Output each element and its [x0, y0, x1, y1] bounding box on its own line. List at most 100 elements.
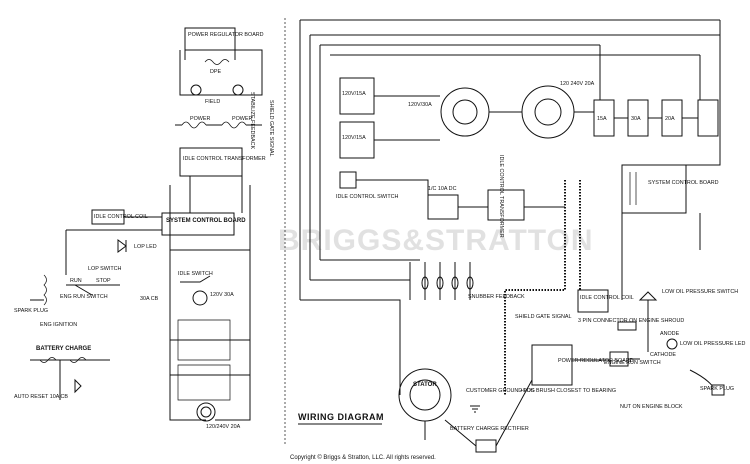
schem-lop-led-symbol	[117, 239, 127, 253]
schem-240v-outlet-inner	[200, 406, 212, 418]
schem-stop-label: STOP	[96, 278, 111, 284]
schem-idle-coil-label: IDLE CONTROL COIL	[94, 214, 148, 220]
schem-eng-ignition-label: ENG IGNITION	[40, 322, 77, 328]
wiring-shield-gate-label: SHIELD GATE SIGNAL	[515, 314, 572, 320]
wiring-snubber-label: SNUBBER FEEDBACK	[468, 294, 525, 300]
wiring-harness	[300, 20, 721, 447]
wiring-board-pins	[629, 172, 637, 205]
schem-battery-wires	[30, 359, 110, 400]
wiring-shielded-cable	[504, 180, 581, 395]
wiring-snubber-leads	[409, 262, 471, 300]
schem-field-ring-right	[232, 84, 244, 96]
wiring-breaker-extra	[697, 99, 719, 137]
wiring-stator-inner	[409, 379, 441, 411]
schem-lop-led-label: LOP LED	[134, 244, 157, 250]
wiring-battery-rectifier	[475, 439, 497, 453]
wiring-ground-symbol	[470, 405, 480, 413]
wiring-3pin-connector	[617, 321, 637, 331]
wiring-connector-1	[421, 276, 429, 290]
schem-dpe-coil	[204, 59, 230, 65]
schem-idle-control-transformer	[179, 147, 243, 177]
schem-run-stop-switch	[66, 284, 120, 296]
schem-system-control-board	[161, 212, 235, 236]
wiring-idle-control-coil	[577, 289, 609, 313]
schem-power-right-label: POWER	[232, 116, 252, 122]
wiring-pos-brush-label: +POS BRUSH CLOSEST TO BEARING	[520, 388, 616, 394]
wiring-outlet-15a-top	[339, 77, 375, 115]
schem-board-leads	[184, 50, 236, 60]
schem-ignition-coil	[43, 274, 47, 306]
schem-board-connections	[65, 176, 243, 275]
schem-system-control-label: SYSTEM CONTROL BOARD	[166, 218, 246, 224]
wiring-connector-3	[451, 276, 459, 290]
wiring-outlet-15a-bottom-label: 120V/15A	[342, 135, 366, 141]
wiring-outlet-240v-inner	[534, 98, 562, 126]
schem-field-loop	[179, 49, 263, 96]
wiring-idle-coil-label: IDLE CONTROL COIL	[580, 295, 634, 301]
schem-power-regulator-board	[184, 27, 236, 51]
schem-spark-plug-label: SPARK PLUG	[14, 308, 48, 314]
schem-stabilize-feedback-label: STABILIZE FEEDBACK	[249, 92, 255, 150]
schem-battery-charge-label: BATTERY CHARGE	[36, 346, 91, 352]
schem-power-left-label: POWER	[190, 116, 210, 122]
wiring-10a-dc-label: 1/C 10A DC	[428, 186, 457, 192]
wiring-breaker-15a-label: 15A	[597, 116, 607, 122]
wiring-nut-engine-label: NUT ON ENGINE BLOCK	[620, 404, 683, 410]
wiring-battery-rectifier-label: BATTERY CHARGE RECTIFIER	[450, 426, 529, 432]
wiring-3pin-label: 3 PIN CONNECTOR ON ENGINE SHROUD	[578, 318, 684, 324]
wiring-left-trunk	[299, 20, 321, 300]
wiring-idle-transformer	[487, 189, 525, 221]
schem-idle-switch-label: IDLE SWITCH	[178, 271, 213, 277]
wiring-breaker-30a-label: 30A	[631, 116, 641, 122]
wiring-anode-label: ANODE	[660, 331, 680, 337]
wiring-power-regulator-label: POWER REGULATOR BOARD	[558, 358, 634, 364]
wiring-connector-4	[466, 276, 474, 290]
wiring-engine-run-label: ENGINE RUN SWITCH	[604, 360, 661, 366]
schem-lop-switch-label: LOP SWITCH	[88, 266, 122, 272]
wiring-outlet-30a-inner	[452, 99, 478, 125]
schem-240v-outlet-label: 120/240V 20A	[206, 424, 241, 430]
wiring-cathode-label: CATHODE	[650, 352, 676, 358]
schem-120v-outlet-label: 120V 30A	[210, 292, 234, 298]
wiring-10a-dc-breaker	[427, 194, 459, 220]
schem-shield-gate-label: SHIELD GATE SIGNAL	[268, 100, 274, 157]
schem-eng-run-switch-label: ENG RUN SWITCH	[60, 294, 108, 300]
wiring-spark-plug-label: SPARK PLUG	[700, 386, 734, 392]
schem-idle-transformer-label: IDLE CONTROL TRANSFORMER	[183, 156, 266, 162]
wiring-section: 120V/15A 120V/15A 120V/30A 120 240V 20A …	[299, 19, 746, 453]
wiring-stator-label: STATOR	[413, 382, 437, 388]
schem-120v-outlet	[192, 290, 208, 306]
wiring-ground-lug-label: CUSTOMER GROUND LUG	[466, 388, 535, 394]
wiring-spark-plug	[711, 384, 725, 396]
wiring-outlet-15a-bottom	[339, 121, 375, 159]
schem-idle-switch-symbol	[180, 275, 211, 283]
wiring-power-regulator-board	[531, 344, 573, 386]
schem-power-windings	[181, 121, 247, 129]
wiring-idle-control-switch-label: IDLE CONTROL SWITCH	[336, 194, 399, 200]
schem-dpe-label: DPE	[210, 69, 221, 75]
wiring-idle-control-switch	[339, 171, 357, 189]
schematic-section: POWER REGULATOR BOARD DPE FIELD POWER PO…	[14, 27, 274, 430]
wiring-lop-led-label: LOW OIL PRESSURE LED	[680, 341, 746, 347]
wiring-system-control-board	[621, 164, 687, 214]
schem-run-label: RUN	[70, 278, 82, 284]
wiring-breaker-20a-label: 20A	[665, 116, 675, 122]
wiring-outlet-15a-top-label: 120V/15A	[342, 91, 366, 97]
copyright-footer: Copyright © Briggs & Stratton, LLC. All …	[290, 454, 436, 461]
schem-field-ring-left	[190, 84, 202, 96]
schem-breaker-boxes	[177, 319, 231, 401]
schem-240v-outlet	[196, 402, 216, 422]
wiring-idle-transformer-label: IDLE CONTROL TRANSFORMER	[498, 155, 504, 238]
watermark: BRIGGS&STRATTON	[278, 224, 594, 257]
wiring-top-bus	[300, 19, 720, 56]
schem-main-wiring	[169, 185, 251, 421]
schem-power-regulator-label: POWER REGULATOR BOARD	[188, 32, 264, 38]
schem-auto-reset-label: AUTO RESET 10A CB	[14, 394, 68, 400]
wiring-lop-switch-label: LOW OIL PRESSURE SWITCH	[662, 289, 738, 295]
wiring-connector-2	[436, 276, 444, 290]
schem-30a-cb-label: 30A CB	[140, 296, 159, 302]
wiring-lop-led-symbol	[666, 338, 678, 350]
diagram-title: WIRING DIAGRAM	[298, 412, 384, 422]
